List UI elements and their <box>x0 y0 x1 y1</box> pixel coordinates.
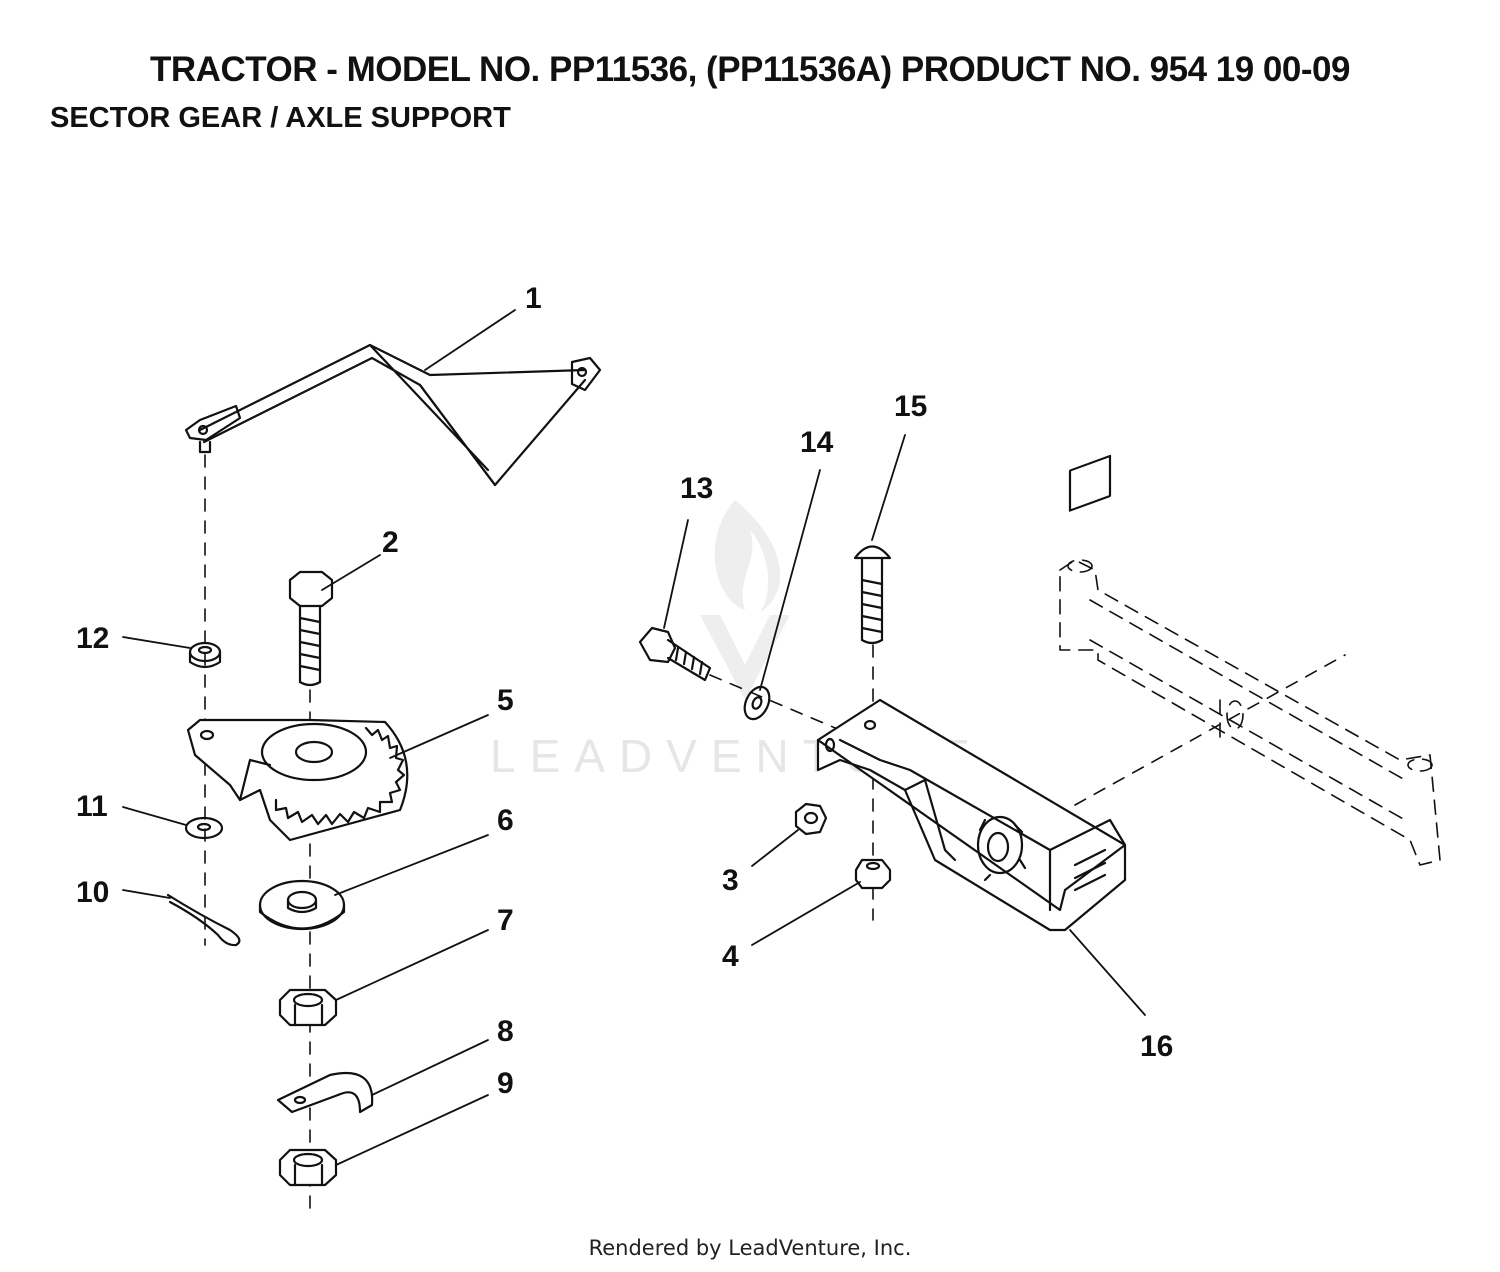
callout-16: 16 <box>1140 1030 1173 1063</box>
page-title: TRACTOR - MODEL NO. PP11536, (PP11536A) … <box>150 50 1350 89</box>
flat-washer <box>743 685 771 721</box>
callout-6: 6 <box>497 804 514 837</box>
spacer-washer <box>258 879 346 931</box>
flange-nut <box>188 641 222 669</box>
callout-7: 7 <box>497 904 514 937</box>
callout-10: 10 <box>76 876 109 909</box>
callout-9: 9 <box>497 1067 514 1100</box>
callout-14: 14 <box>800 426 834 459</box>
leader-lines <box>122 309 1146 1166</box>
callout-12: 12 <box>76 622 109 655</box>
sector-gear <box>186 718 409 842</box>
callout-8: 8 <box>497 1015 514 1048</box>
callout-4: 4 <box>722 940 739 973</box>
clamp <box>276 1071 374 1114</box>
lock-nut <box>794 802 828 836</box>
front-axle-phantom <box>1059 559 1441 866</box>
carriage-bolt <box>853 545 892 645</box>
callout-2: 2 <box>382 526 399 559</box>
callout-3: 3 <box>722 864 739 897</box>
drag-link <box>184 343 602 487</box>
callout-labels: 1 2 3 4 5 6 7 8 9 10 11 12 13 14 15 16 <box>76 282 1173 1100</box>
washer <box>184 816 224 840</box>
bolt <box>288 570 334 687</box>
hex-bolt <box>638 626 712 682</box>
axle-support <box>816 454 1127 932</box>
footer-credit: Rendered by LeadVenture, Inc. <box>588 1236 912 1260</box>
cotter-pin <box>166 893 241 947</box>
hex-nut <box>278 988 338 1027</box>
section-title: SECTOR GEAR / AXLE SUPPORT <box>50 102 511 134</box>
hex-nut-lower <box>278 1148 338 1187</box>
callout-11: 11 <box>76 790 108 823</box>
callout-5: 5 <box>497 684 514 717</box>
callout-15: 15 <box>894 390 927 423</box>
callout-1: 1 <box>525 282 542 315</box>
flange-lock-nut <box>854 858 892 890</box>
callout-13: 13 <box>680 472 713 505</box>
